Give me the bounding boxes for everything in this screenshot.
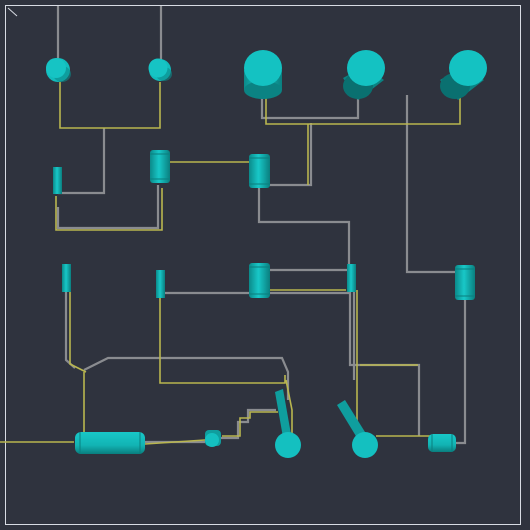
drawing-frame xyxy=(5,5,521,525)
storage-tank[interactable] xyxy=(343,50,385,100)
pipe-segment[interactable] xyxy=(259,123,313,187)
pipe-segment[interactable] xyxy=(265,88,461,125)
sphere-vessel[interactable] xyxy=(148,58,173,82)
pipe-segment[interactable] xyxy=(405,95,465,274)
vertical-drum[interactable] xyxy=(62,264,71,292)
vertical-drum[interactable] xyxy=(347,264,356,292)
storage-tank[interactable] xyxy=(244,50,282,99)
pipe-segment[interactable] xyxy=(58,128,106,195)
vertical-drum[interactable] xyxy=(249,263,270,298)
pipe-segment[interactable] xyxy=(222,411,278,437)
vertical-drum[interactable] xyxy=(150,150,170,183)
horizontal-vessel[interactable] xyxy=(428,434,456,452)
pipe-segment[interactable] xyxy=(55,188,163,231)
ucs-axis-icon xyxy=(7,7,18,17)
pump[interactable] xyxy=(205,430,221,447)
pipe-segment[interactable] xyxy=(348,290,421,436)
pipe-segment[interactable] xyxy=(260,98,360,120)
pipe-network-yellow[interactable] xyxy=(0,82,461,445)
vertical-drum[interactable] xyxy=(53,167,62,194)
column-tower[interactable] xyxy=(275,389,301,458)
column-tower[interactable] xyxy=(337,400,378,458)
pipe-segment[interactable] xyxy=(83,356,290,400)
pipe-segment[interactable] xyxy=(257,170,351,272)
pipe-segment[interactable] xyxy=(69,292,87,373)
pipe-network-gray[interactable] xyxy=(56,6,467,445)
horizontal-vessel[interactable] xyxy=(75,432,145,454)
sphere-vessel[interactable] xyxy=(46,58,71,82)
vertical-drum[interactable] xyxy=(455,265,475,300)
storage-tank[interactable] xyxy=(440,50,487,100)
pipe-segment[interactable] xyxy=(59,82,161,129)
pipe-segment[interactable] xyxy=(56,185,160,230)
pipe-segment[interactable] xyxy=(455,295,467,445)
vertical-drum[interactable] xyxy=(249,154,270,188)
pipe-segment[interactable] xyxy=(144,439,206,445)
vertical-drum[interactable] xyxy=(156,270,165,298)
pipe-segment[interactable] xyxy=(285,379,293,434)
pipe-segment[interactable] xyxy=(159,298,286,384)
pipe-segment[interactable] xyxy=(220,408,276,440)
